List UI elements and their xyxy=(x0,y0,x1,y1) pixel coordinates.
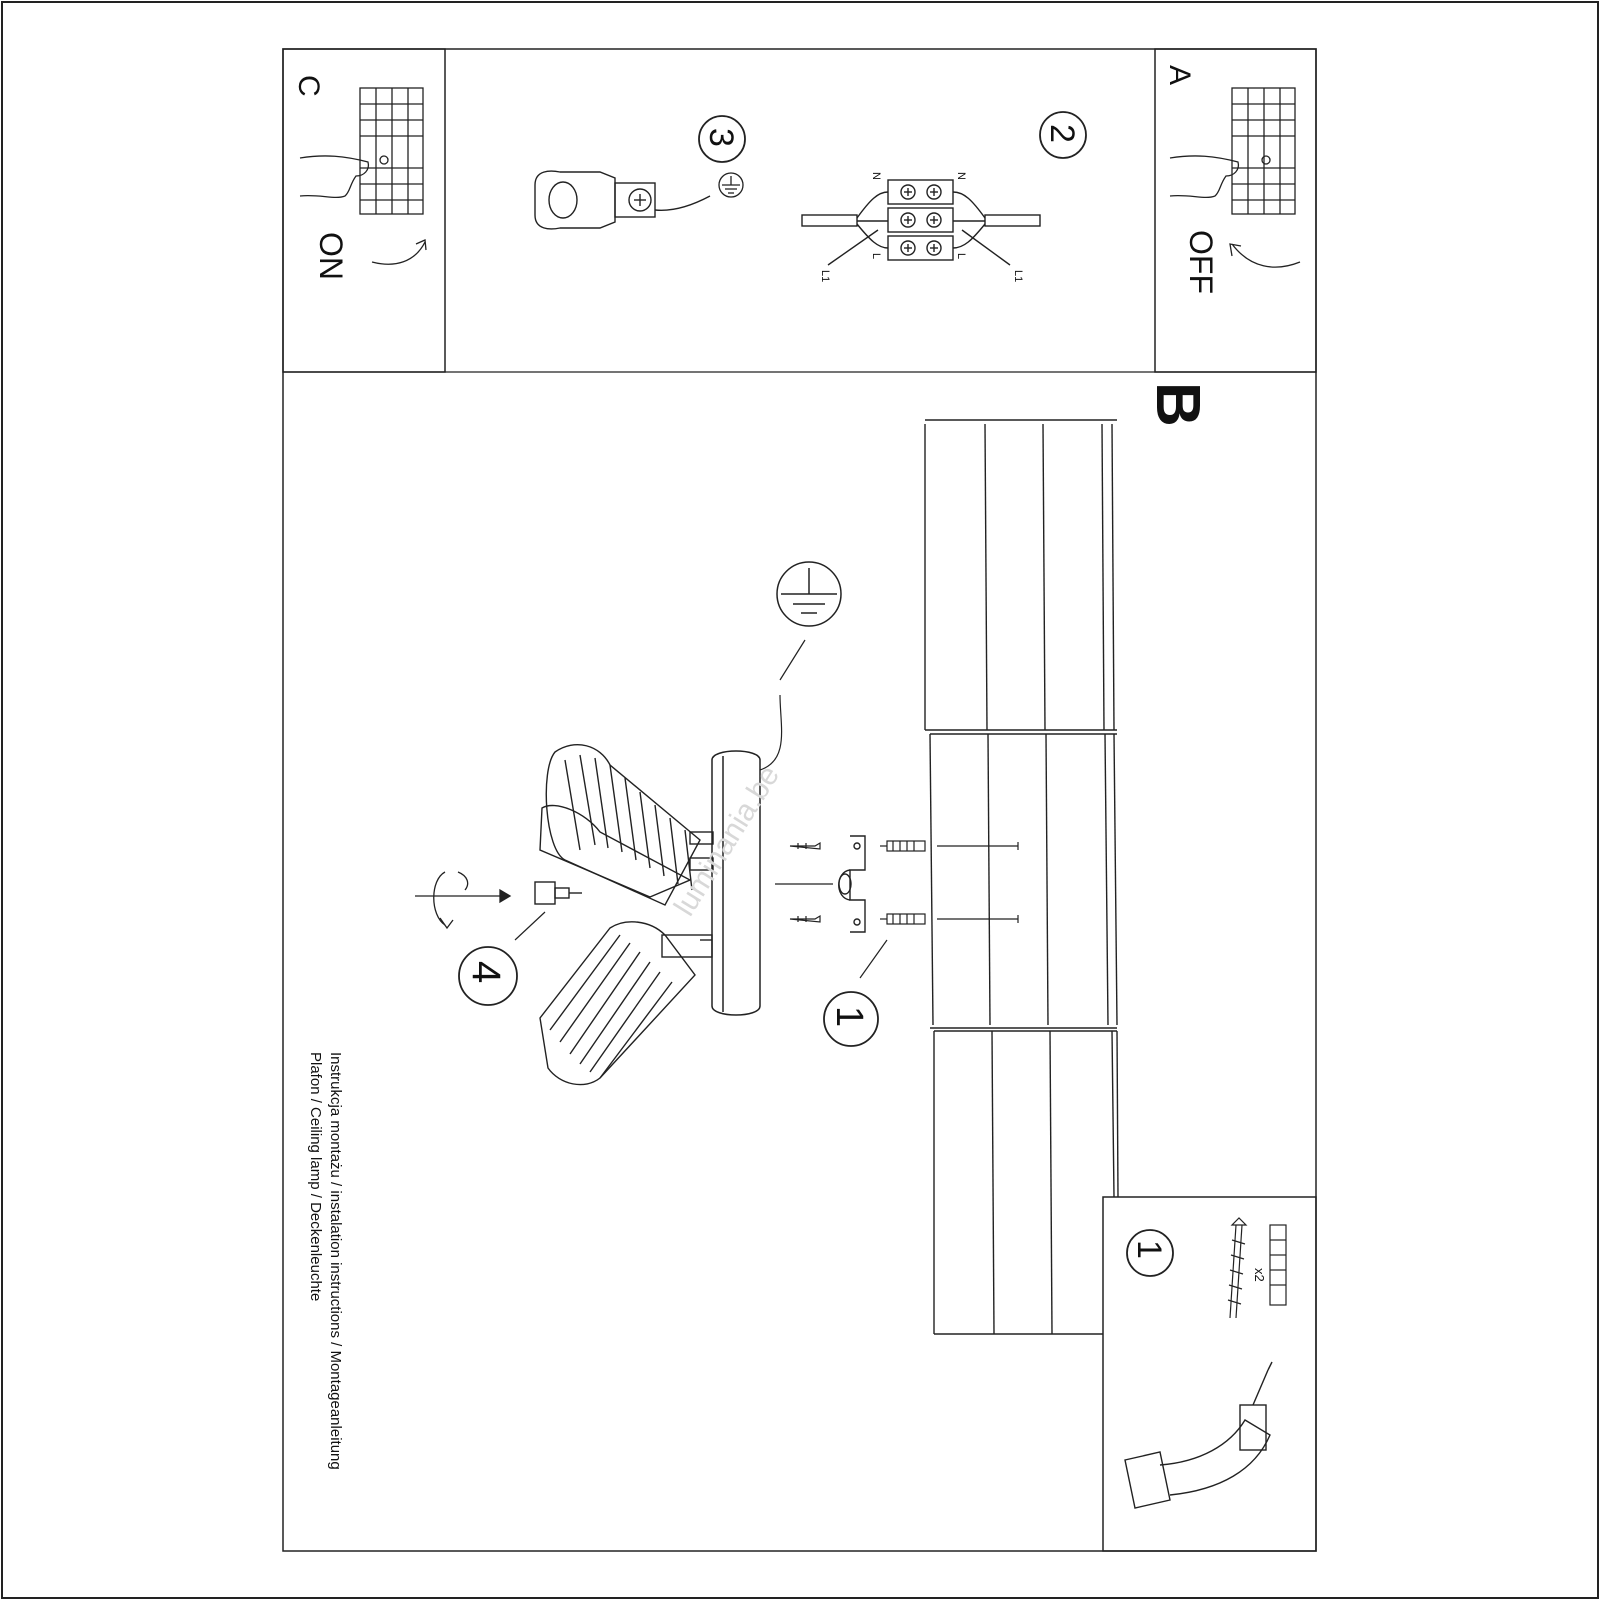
earth-leader xyxy=(779,639,806,681)
panel-c-frame xyxy=(282,48,446,373)
spotlight-lower xyxy=(539,921,713,1086)
panel-step-1-frame xyxy=(1102,1196,1317,1552)
fuse-box-icon xyxy=(1231,87,1296,215)
step-2: 2 N N L L L1 xyxy=(801,111,1087,282)
hand-icon xyxy=(299,155,370,199)
panel-a-switch-label: OFF xyxy=(1183,230,1219,294)
panel-step-1-marker xyxy=(1126,1229,1174,1277)
screw-icon xyxy=(789,841,821,923)
curved-arrow-icon xyxy=(371,239,427,265)
step-3-number: 3 xyxy=(702,128,740,147)
wall-plug-icon xyxy=(880,840,926,925)
earth-terminal-icon xyxy=(534,170,711,230)
step-4-number: 4 xyxy=(464,961,508,983)
fuse-box-icon xyxy=(359,87,424,215)
wire-label-l1-right: L1 xyxy=(1012,270,1024,282)
wire-label-l-left: L xyxy=(870,253,882,259)
wire-label-n-right: N xyxy=(955,172,967,180)
panel-c: C ON xyxy=(282,48,446,373)
panel-c-letter: C xyxy=(292,75,325,97)
spotlight-upper xyxy=(539,744,714,906)
panel-step-1: 1 x2 xyxy=(1102,1196,1317,1552)
rotation-arrow-icon xyxy=(415,871,512,930)
hand-icon xyxy=(1169,155,1240,199)
step-4: 4 xyxy=(458,946,518,1006)
ground-symbol-icon xyxy=(718,172,744,198)
wire-label-l-right: L xyxy=(955,253,967,259)
ground-symbol-icon xyxy=(776,561,842,627)
curved-arrow-icon xyxy=(1229,243,1301,268)
wire-label-n-left: N xyxy=(870,172,882,180)
caption-line-2: Plafon / Ceiling lamp / Deckenleuchte xyxy=(307,1052,324,1301)
ceiling-planks xyxy=(924,419,1119,1335)
panel-a-frame xyxy=(1154,48,1317,373)
step-4-leader xyxy=(514,911,546,941)
step-1: 1 xyxy=(823,991,879,1047)
main-frame xyxy=(282,48,1317,1552)
wall-plug-icon xyxy=(1269,1224,1287,1306)
step-2-marker xyxy=(1039,111,1087,159)
parts-quantity: x2 xyxy=(1252,1268,1267,1282)
panel-b-letter: B xyxy=(1143,382,1212,427)
step-1-number: 1 xyxy=(828,1006,870,1027)
wire-label-l1-left: L1 xyxy=(819,270,831,282)
panel-a-letter: A xyxy=(1163,65,1196,85)
drill-icon xyxy=(1124,1361,1273,1509)
step-1-leader xyxy=(859,939,888,979)
mounting-bracket xyxy=(838,835,866,933)
panel-step-1-number: 1 xyxy=(1130,1240,1168,1259)
caption-line-1: Instrukcja montażu / instalation instruc… xyxy=(327,1052,344,1470)
panel-c-switch-label: ON xyxy=(313,232,349,280)
step-4-marker xyxy=(458,946,518,1006)
ceiling-canopy xyxy=(711,750,761,1016)
screw-icon xyxy=(1227,1217,1248,1319)
drill-hole-lines xyxy=(937,842,1019,923)
earth-wire xyxy=(759,694,783,771)
terminal-block xyxy=(801,179,1041,266)
step-1-marker xyxy=(823,991,879,1047)
step-2-number: 2 xyxy=(1043,124,1081,143)
step-4-knob xyxy=(534,881,582,905)
step-3: 3 xyxy=(534,115,746,230)
step-3-marker xyxy=(698,115,746,163)
panel-a: A OFF xyxy=(1154,48,1317,373)
